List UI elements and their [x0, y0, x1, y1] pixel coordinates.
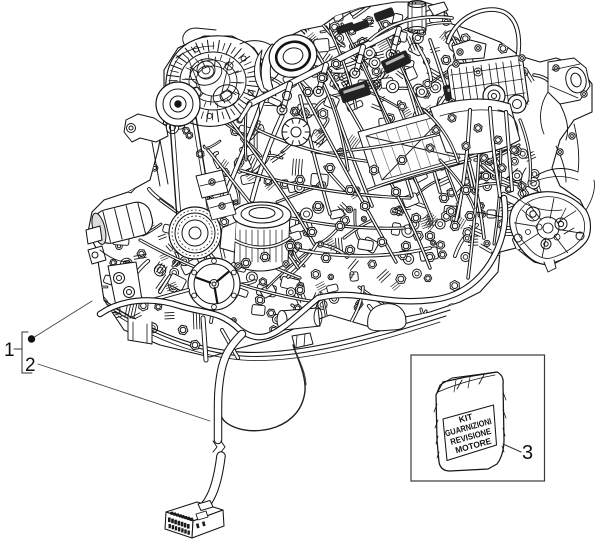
svg-text:1: 1: [4, 340, 15, 361]
svg-text:2: 2: [25, 355, 36, 376]
svg-text:KIT: KIT: [458, 411, 475, 425]
svg-text:3: 3: [522, 442, 533, 464]
